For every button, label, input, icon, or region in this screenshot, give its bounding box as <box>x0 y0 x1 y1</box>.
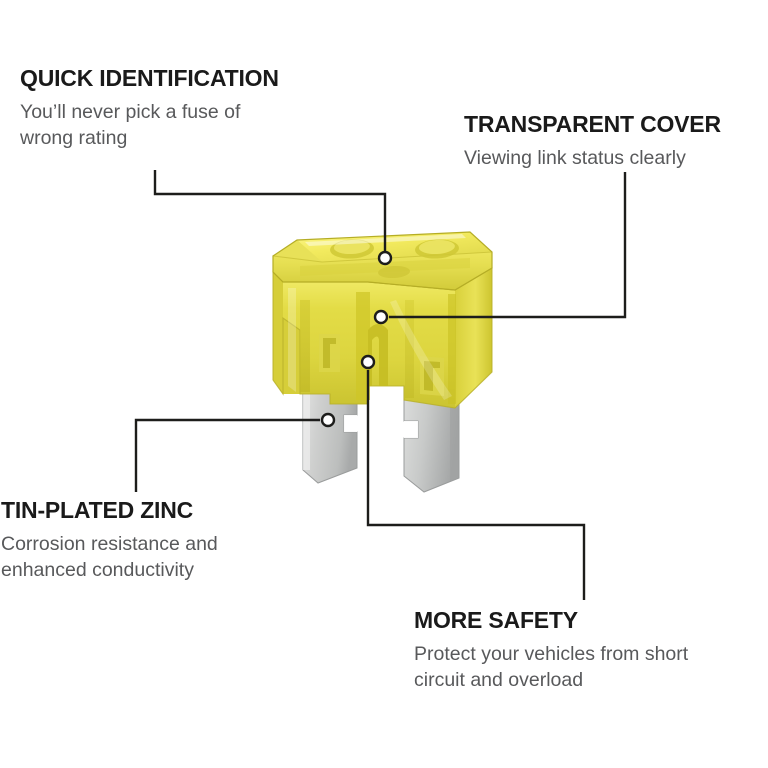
callout-transparent-cover: TRANSPARENT COVER Viewing link status cl… <box>464 111 721 172</box>
leader-dot-tin-plated-zinc <box>320 412 336 428</box>
fuse-internal-structure <box>288 288 456 404</box>
leader-more-safety <box>366 370 586 600</box>
leader-dot-more-safety <box>360 354 376 370</box>
callout-title: QUICK IDENTIFICATION <box>20 65 279 91</box>
leader-dot-quick-identification <box>377 250 393 266</box>
callout-tin-plated-zinc: TIN-PLATED ZINC Corrosion resistance and… <box>1 497 218 584</box>
callout-title: TIN-PLATED ZINC <box>1 497 194 523</box>
fuse-blade-right-group <box>403 385 460 493</box>
callout-more-safety: MORE SAFETY Protect your vehicles from s… <box>414 607 689 694</box>
callout-quick-identification: QUICK IDENTIFICATION You’ll never pick a… <box>20 65 279 152</box>
callout-title: TRANSPARENT COVER <box>464 111 721 137</box>
leader-transparent-cover <box>389 172 627 319</box>
callout-description: Protect your vehicles from short circuit… <box>414 643 689 692</box>
callout-description: You’ll never pick a fuse of wrong rating <box>20 101 241 150</box>
callout-description: Viewing link status clearly <box>464 147 686 170</box>
callout-title: MORE SAFETY <box>414 607 578 633</box>
leader-dot-transparent-cover <box>373 309 389 325</box>
leader-tin-plated-zinc <box>134 418 320 492</box>
callout-description: Corrosion resistance and enhanced conduc… <box>1 533 218 582</box>
leader-quick-identification <box>153 170 387 252</box>
